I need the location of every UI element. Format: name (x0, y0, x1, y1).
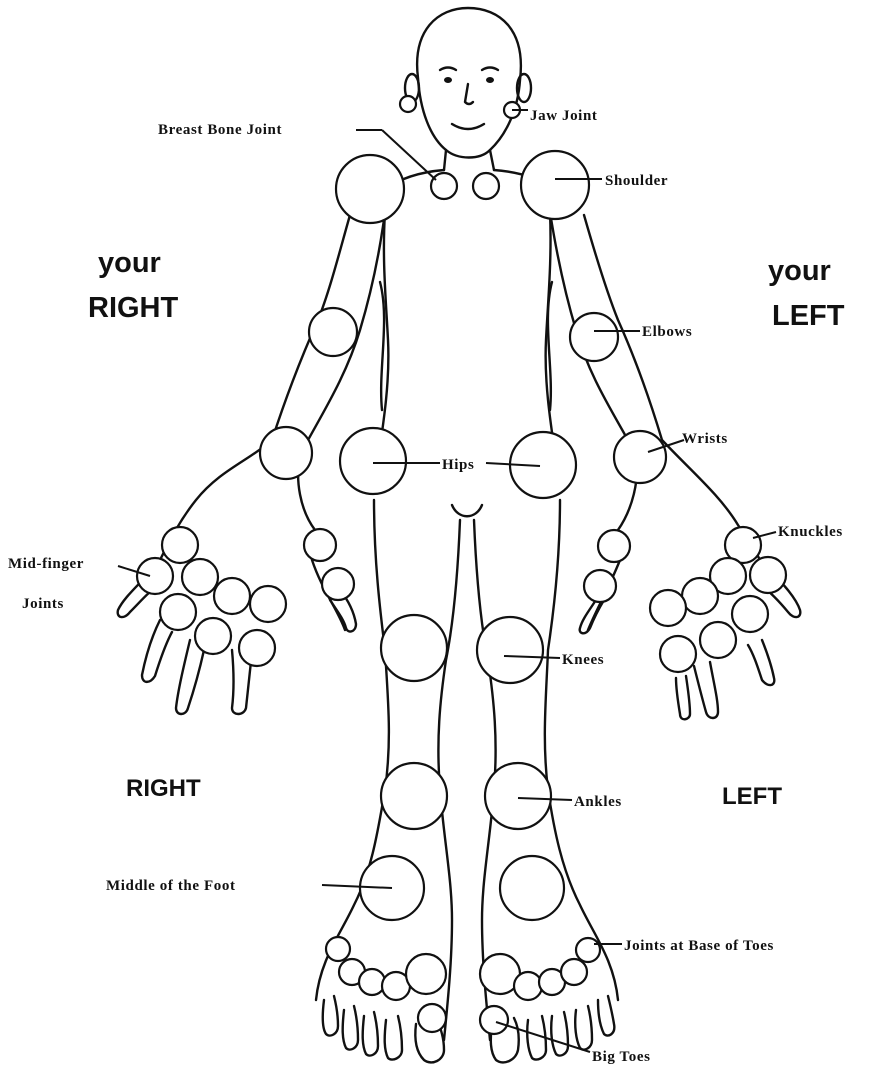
label-elbows: Elbows (642, 324, 692, 340)
right-mid-finger-joint (137, 558, 173, 594)
label-knees: Knees (562, 652, 604, 668)
left-big-toe-joint (480, 1006, 508, 1034)
right-thumb-joint (304, 529, 336, 561)
wrist-joint-left (614, 431, 666, 483)
right-thumb-joint (322, 568, 354, 600)
shoulder-joint-left (521, 151, 589, 219)
left-mid-finger-joint (650, 590, 686, 626)
right-big-toe-base-joint (406, 954, 446, 994)
breast-bone-joint-right (431, 173, 457, 199)
head-outline (417, 8, 521, 158)
side-label-your-left-line2: LEFT (772, 300, 845, 332)
right-knuckle (250, 586, 286, 622)
shoulder-joint-right (336, 155, 404, 223)
right-arm-outline (160, 215, 350, 560)
right-knuckle (162, 527, 198, 563)
left-thumb-joint (584, 570, 616, 602)
label-mid-finger-line1: Mid-finger (8, 556, 84, 572)
label-knuckles: Knuckles (778, 524, 843, 540)
ankle-joint-right (381, 763, 447, 829)
elbow-joint-right (309, 308, 357, 356)
left-mid-finger-joint (700, 622, 736, 658)
label-joints-at-base-of-toes: Joints at Base of Toes (624, 938, 774, 954)
neck-right (444, 150, 446, 170)
label-shoulder: Shoulder (605, 173, 668, 189)
label-middle-of-foot: Middle of the Foot (106, 878, 236, 894)
breast-bone-joint-left (473, 173, 499, 199)
label-hips: Hips (442, 457, 474, 473)
label-mid-finger-line2: Joints (22, 596, 64, 612)
right-knuckle (182, 559, 218, 595)
left-toe-base-joint (576, 938, 600, 962)
left-mid-finger-joint (732, 596, 768, 632)
right-mid-finger-joint (160, 594, 196, 630)
wrist-joint-right (260, 427, 312, 479)
hip-joint-right (340, 428, 406, 494)
side-label-left: LEFT (722, 783, 782, 810)
right-toe-base-joint (326, 937, 350, 961)
jaw-joint-right (400, 96, 416, 112)
label-breast-bone-joint: Breast Bone Joint (158, 122, 282, 138)
left-knuckle (682, 578, 718, 614)
left-toe-base-joint (514, 972, 542, 1000)
right-knuckle (214, 578, 250, 614)
label-ankles: Ankles (574, 794, 622, 810)
right-toe-base-joint (359, 969, 385, 995)
label-jaw-joint: Jaw Joint (530, 108, 598, 124)
side-label-your-right-line2: RIGHT (88, 292, 179, 324)
right-mid-finger-joint (195, 618, 231, 654)
label-big-toes: Big Toes (592, 1049, 651, 1065)
left-thumb-joint (598, 530, 630, 562)
side-label-your-right-line1: your (98, 247, 161, 279)
right-big-toe-joint (418, 1004, 446, 1032)
face (440, 68, 498, 130)
knee-joint-right (381, 615, 447, 681)
side-label-right: RIGHT (126, 775, 201, 802)
left-toe-base-joint (561, 959, 587, 985)
ankle-joint-left (485, 763, 551, 829)
side-label-your-left-line1: your (768, 255, 831, 287)
left-mid-finger-joint (660, 636, 696, 672)
knee-joint-left (477, 617, 543, 683)
left-knuckle (750, 557, 786, 593)
body-outline (118, 8, 801, 1062)
right-mid-finger-joint (239, 630, 275, 666)
left-arm-outline (584, 215, 760, 560)
mid-foot-joint-left (500, 856, 564, 920)
label-wrists: Wrists (682, 431, 728, 447)
neck-left (490, 150, 494, 170)
elbow-joint-left (570, 313, 618, 361)
